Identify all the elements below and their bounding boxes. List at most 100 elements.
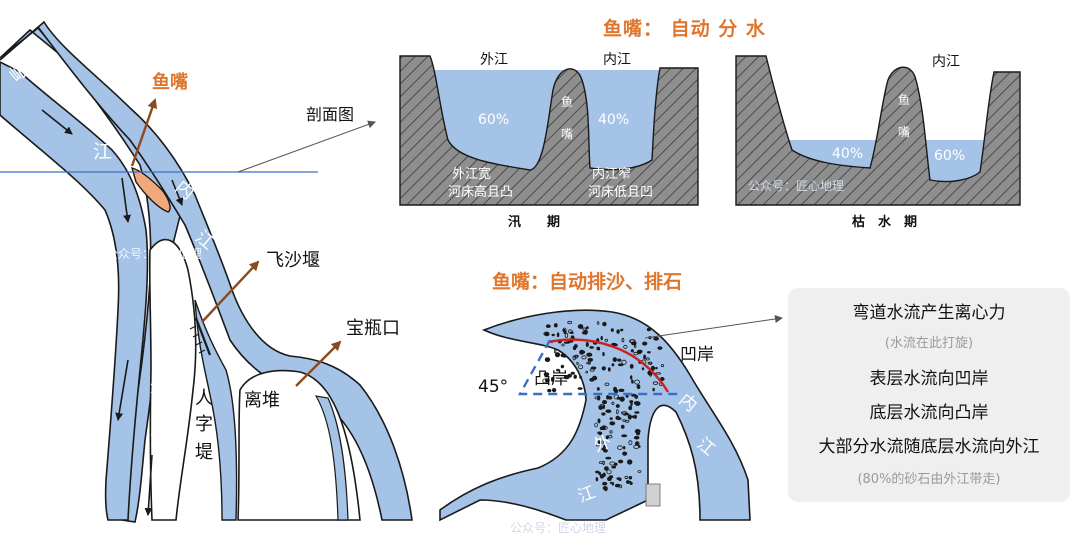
- sediment-dot: [616, 409, 619, 415]
- sediment-dot: [621, 411, 627, 415]
- sediment-dot: [610, 328, 614, 332]
- flow-arrow-outer-2: [115, 359, 129, 421]
- info-pointer: [644, 315, 783, 339]
- sediment-dot: [624, 419, 630, 423]
- section-pointer: [237, 120, 376, 173]
- sediment-dot: [630, 349, 634, 353]
- sediment-dot: [635, 431, 641, 436]
- sediment-dot: [598, 405, 604, 410]
- info-box: 弯道水流产生离心力(水流在此打旋)表层水流向凹岸底层水流向凸岸大部分水流随底层水…: [788, 288, 1070, 502]
- sediment-dot: [550, 376, 555, 382]
- dry-outer-pct: 40%: [832, 146, 863, 162]
- sediment-dot: [633, 435, 640, 440]
- info-line: (80%的砂石由外江带走): [857, 472, 1001, 487]
- label-outer-1: 外: [150, 376, 168, 397]
- sediment-dot: [544, 378, 550, 383]
- flow-arrow-min: [41, 109, 73, 135]
- sediment-dot: [589, 346, 594, 349]
- lidui-side-channel: [314, 395, 349, 521]
- sediment-dot: [616, 477, 621, 480]
- sediment-dot: [585, 326, 589, 330]
- label-outer-2: 江: [150, 428, 168, 449]
- sediment-dot: [613, 386, 618, 392]
- sediment-dot: [609, 430, 613, 434]
- sediment-dot: [627, 459, 633, 465]
- sediment-dot: [659, 376, 665, 381]
- sediment-dot: [543, 331, 549, 336]
- sediment-dot: [622, 451, 628, 456]
- sediment-dot: [657, 346, 663, 350]
- label-renzidi-2: 字: [195, 414, 213, 435]
- sediment-dot: [630, 375, 633, 380]
- sediment-dot: [586, 352, 593, 357]
- sediment-dot: [602, 472, 606, 477]
- sediment-dot: [602, 486, 608, 490]
- sediment-dot: [556, 368, 560, 372]
- sediment-dot: [648, 371, 653, 377]
- sediment-dot: [560, 353, 566, 358]
- bottom-outer-2: 江: [575, 482, 598, 507]
- sediment-dot: [608, 475, 614, 479]
- flood-inner-note-2: 河床低且凹: [588, 185, 653, 200]
- sediment-dot: [579, 350, 586, 355]
- sediment-dot: [596, 321, 600, 325]
- sediment-dot: [602, 460, 605, 466]
- label-fish-mouth: 鱼嘴: [152, 71, 188, 93]
- sediment-dot: [650, 365, 656, 371]
- sediment-dot: [611, 342, 617, 346]
- sediment-dot: [621, 337, 625, 343]
- sediment-dot: [605, 456, 612, 460]
- sediment-dot: [572, 355, 576, 361]
- sediment-dot: [577, 387, 583, 390]
- sediment-dot: [585, 370, 588, 374]
- flood-outer-pct: 60%: [478, 112, 509, 128]
- flood-inner-label: 内江: [603, 52, 631, 68]
- sediment-dot: [625, 394, 629, 398]
- sediment-diagram: 鱼嘴：自动排沙、排石 45° 凸岸 凹岸 外 江 内 江 公众号：匠心地理: [439, 270, 783, 535]
- sediment-dot: [594, 443, 601, 447]
- sediment-dot: [560, 364, 565, 369]
- sediment-dot: [630, 400, 633, 407]
- dry-label: 枯 水 期: [852, 214, 917, 230]
- sediment-dot: [606, 469, 612, 475]
- sediment-dot: [596, 387, 600, 391]
- sediment-dot: [576, 361, 579, 365]
- sediment-dot: [623, 344, 628, 349]
- sediment-dot: [602, 404, 606, 410]
- sediment-dot: [597, 418, 601, 424]
- dry-fish-1: 鱼: [898, 93, 910, 107]
- watermark-left: 公众号：匠心地理: [106, 247, 202, 261]
- sediment-dot: [643, 354, 646, 360]
- sediment-dot: [601, 412, 606, 416]
- feishayan-pointer: [201, 260, 260, 323]
- sediment-dot: [573, 344, 578, 349]
- sediment-dot: [631, 379, 634, 384]
- sediment-dot: [634, 344, 637, 348]
- sediment-dot: [652, 387, 655, 392]
- fish-mouth-pointer: [130, 98, 158, 167]
- sediment-dot: [553, 323, 558, 328]
- baopingkou-pointer: [295, 340, 342, 387]
- sediment-dot: [556, 332, 560, 338]
- sediment-dot: [642, 341, 648, 346]
- sediment-dot: [638, 445, 641, 448]
- sediment-dot: [619, 484, 623, 489]
- sediment-dot: [562, 327, 567, 333]
- flow-arrow-inner-1: [171, 179, 184, 206]
- sediment-dot: [634, 441, 640, 446]
- sediment-dot: [563, 375, 570, 380]
- convex-bank-label: 凸岸: [534, 369, 568, 389]
- sediment-dot: [604, 382, 610, 386]
- sediment-dot: [611, 363, 615, 367]
- sediment-dot: [603, 444, 606, 450]
- sediment-dot: [583, 329, 588, 335]
- sediment-dot: [636, 384, 641, 390]
- sediment-dot: [619, 396, 625, 402]
- sediment-dot: [623, 446, 626, 450]
- dry-rock: [735, 55, 1021, 206]
- feishayan-weir: [189, 317, 212, 356]
- label-min-jiang: 江: [93, 141, 112, 163]
- sediment-dot: [655, 366, 658, 370]
- sediment-dot: [611, 401, 615, 405]
- sediment-dot: [613, 462, 618, 466]
